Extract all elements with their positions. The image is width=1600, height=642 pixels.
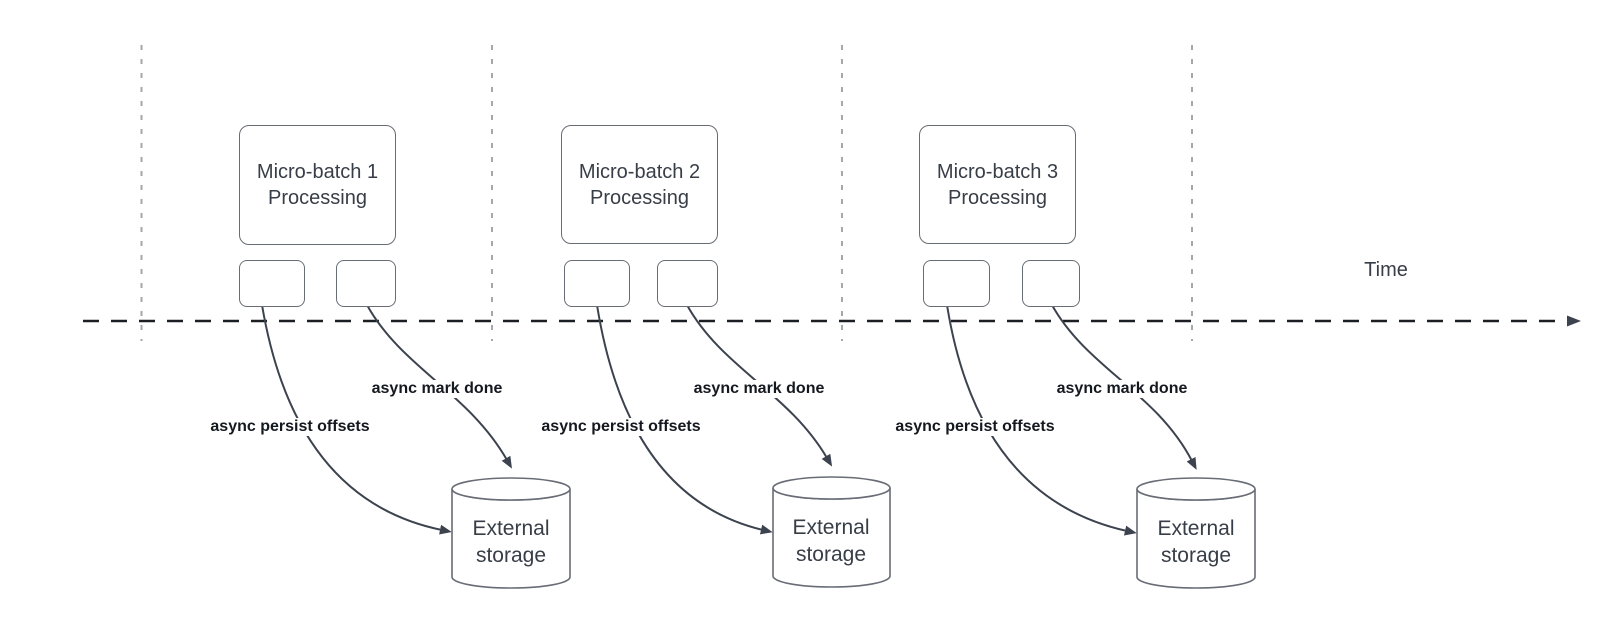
micro-batch-2-processing-box: Micro-batch 2 Processing bbox=[561, 125, 718, 244]
persist-offsets-label-1: async persist offsets bbox=[207, 418, 373, 436]
micro-batch-1-processing-box: Micro-batch 1 Processing bbox=[239, 125, 396, 245]
persist-offsets-arrow-3 bbox=[946, 304, 1137, 536]
micro-batch-2-title-line1: Micro-batch 2 bbox=[578, 160, 701, 183]
micro-batch-3-processing-box: Micro-batch 3 Processing bbox=[919, 125, 1076, 244]
storage-cylinder-1 bbox=[451, 477, 571, 589]
mark-done-task-box-2 bbox=[657, 260, 718, 307]
micro-batch-2-title-line2: Processing bbox=[590, 186, 689, 209]
mark-done-task-box-3 bbox=[1022, 260, 1080, 307]
mark-done-label-2: async mark done bbox=[690, 380, 828, 398]
external-storage-label-3-line2: storage bbox=[1160, 544, 1232, 567]
external-storage-label-2-line2: storage bbox=[795, 543, 867, 566]
external-storage-label-1: External storage bbox=[446, 515, 576, 569]
storage-cylinder-2 bbox=[772, 476, 891, 588]
external-storage-label-3: External storage bbox=[1131, 515, 1261, 569]
external-storage-label-1-line2: storage bbox=[475, 544, 547, 567]
mark-done-label-1: async mark done bbox=[368, 380, 506, 398]
micro-batch-3-title-line2: Processing bbox=[948, 186, 1047, 209]
micro-batch-1-title-line2: Processing bbox=[268, 187, 367, 209]
external-storage-label-2: External storage bbox=[766, 514, 896, 568]
external-storage-label-1-line1: External bbox=[472, 517, 550, 540]
mark-done-label-3: async mark done bbox=[1053, 380, 1191, 398]
mark-done-task-box-1 bbox=[336, 260, 396, 307]
persist-task-box-1 bbox=[239, 260, 305, 307]
persist-offsets-arrow-1 bbox=[261, 304, 452, 535]
persist-offsets-label-3: async persist offsets bbox=[892, 418, 1058, 436]
time-axis-label: Time bbox=[1364, 259, 1408, 281]
persist-offsets-arrow-2 bbox=[596, 304, 773, 535]
external-storage-label-3-line1: External bbox=[1157, 517, 1235, 540]
storage-cylinder-3 bbox=[1136, 477, 1256, 589]
persist-offsets-label-2: async persist offsets bbox=[538, 418, 704, 436]
external-storage-label-2-line1: External bbox=[792, 516, 870, 539]
persist-task-box-3 bbox=[923, 260, 990, 307]
persist-task-box-2 bbox=[564, 260, 630, 307]
micro-batch-1-title-line1: Micro-batch 1 bbox=[256, 161, 379, 183]
micro-batch-3-title-line1: Micro-batch 3 bbox=[936, 160, 1059, 183]
